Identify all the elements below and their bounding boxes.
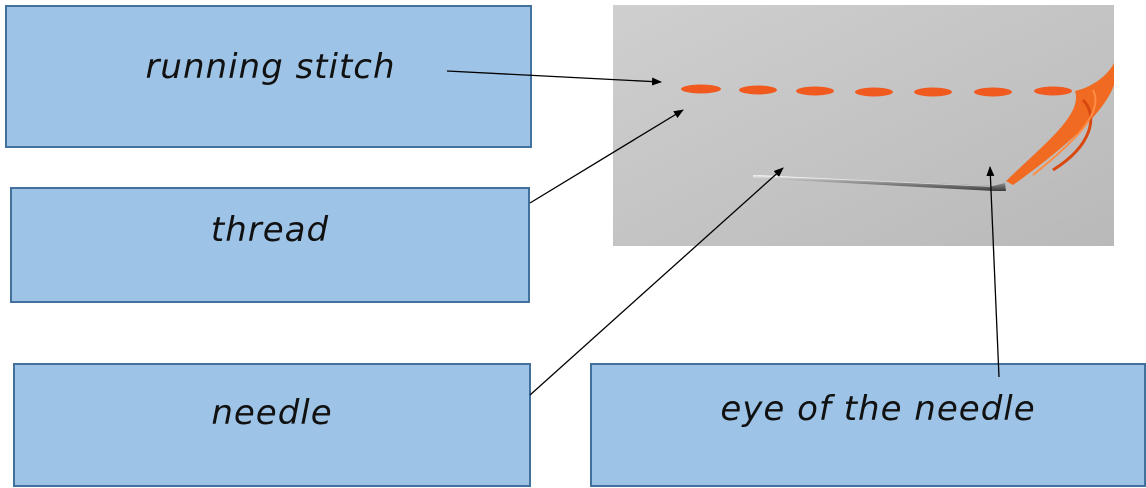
loose-thread (1006, 63, 1114, 185)
needle-shape (753, 175, 1006, 191)
running-stitch-label-box: running stitch (5, 5, 532, 148)
thread-label: thread (210, 210, 330, 250)
eye-of-needle-label: eye of the needle (720, 389, 1036, 429)
running-stitch-photo (613, 5, 1114, 246)
needle-label-box: needle (13, 363, 531, 487)
needle-label: needle (211, 393, 333, 433)
running-stitch-label: running stitch (145, 46, 396, 87)
eye-of-needle-label-box: eye of the needle (590, 363, 1146, 487)
fabric (613, 5, 1114, 246)
thread-label-box: thread (10, 187, 530, 303)
stitch-line (681, 84, 1072, 97)
